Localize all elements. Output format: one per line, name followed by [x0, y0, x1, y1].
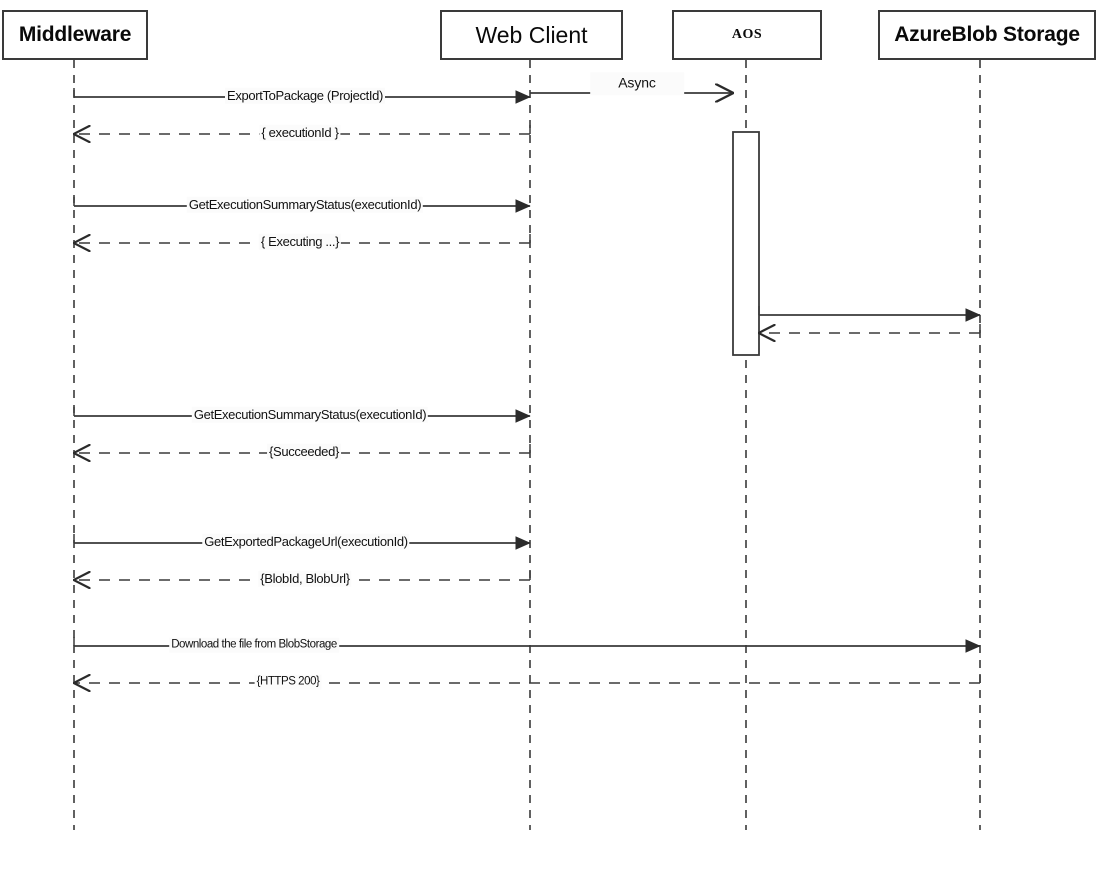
activation-bars-group	[732, 131, 760, 356]
message-label-m2: Async	[590, 72, 684, 96]
participant-label-blobstorage: AzureBlob Storage	[894, 22, 1080, 46]
aos-activation-bar	[732, 131, 760, 356]
participant-box-webclient[interactable]: Web Client	[440, 10, 623, 60]
lifelines-group	[73, 60, 981, 830]
participant-box-middleware[interactable]: Middleware	[2, 10, 148, 60]
participant-label-aos: AOS	[731, 26, 763, 42]
message-label-m4: GetExecutionSummaryStatus(executionId)	[186, 196, 424, 214]
message-arrows-group	[74, 88, 981, 683]
participant-box-aos[interactable]: AOS	[672, 10, 822, 60]
message-label-m3: { executionId }	[259, 124, 341, 142]
message-label-m10: GetExportedPackageUrl(executionId)	[202, 533, 410, 551]
message-label-m1: ExportToPackage (ProjectId)	[224, 87, 386, 105]
participant-label-middleware: Middleware	[18, 22, 132, 46]
message-label-m13: {HTTPS 200}	[254, 674, 322, 690]
message-label-m8: GetExecutionSummaryStatus(executionId)	[191, 406, 429, 424]
message-label-m11: {BlobId, BlobUrl}	[258, 570, 352, 588]
message-label-m5: { Executing ...}	[258, 233, 342, 251]
message-label-m12: Download the file from BlobStorage	[169, 637, 339, 653]
participant-label-webclient: Web Client	[475, 21, 588, 48]
message-label-m9: {Succeeded}	[267, 443, 341, 461]
participant-box-blobstorage[interactable]: AzureBlob Storage	[878, 10, 1096, 60]
